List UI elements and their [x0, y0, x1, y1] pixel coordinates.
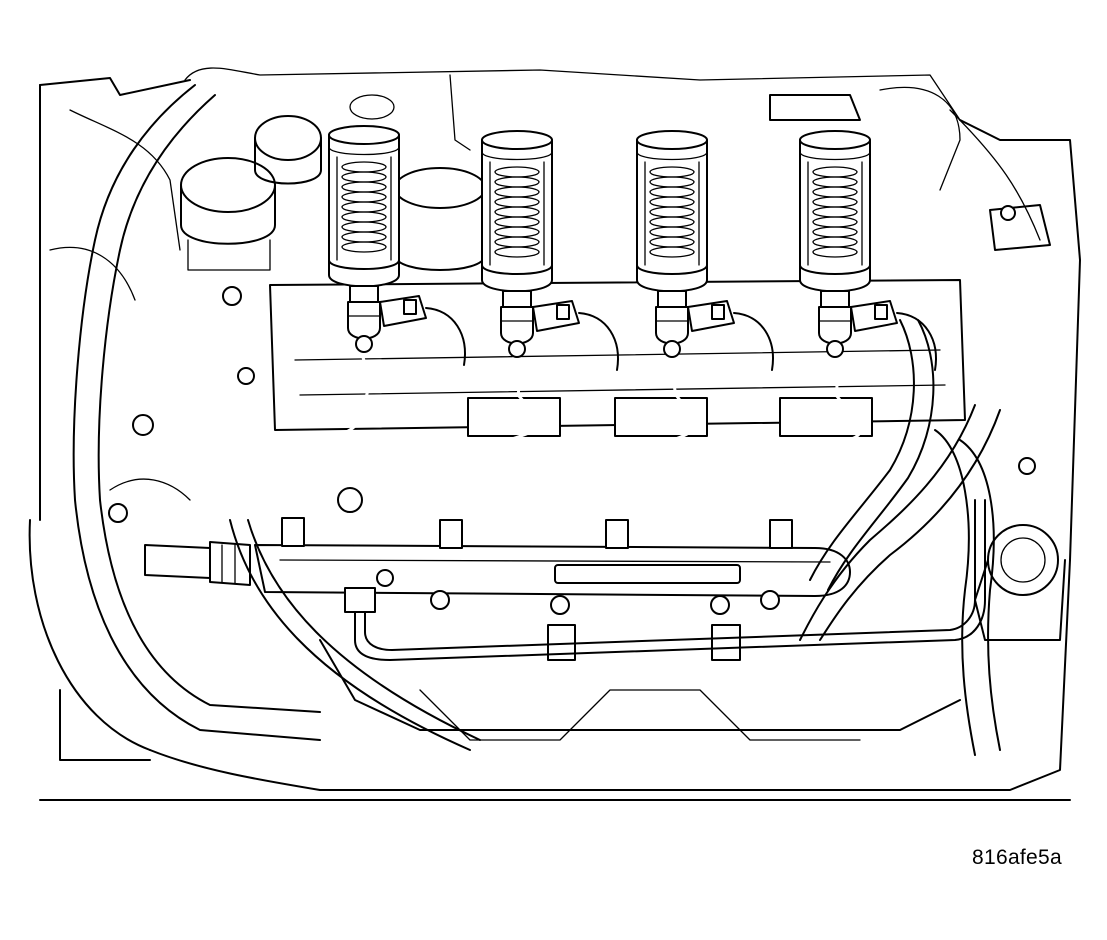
injector-tip	[663, 340, 681, 358]
cylinder-rim	[328, 146, 400, 156]
connector-latch	[403, 299, 417, 315]
spring-coil-icon	[494, 166, 540, 258]
rail-injector-ports	[281, 517, 793, 549]
fuel-tester-cylinder-icon	[481, 139, 553, 293]
fuel-supply-line	[344, 499, 986, 661]
fuel-tester-4	[781, 130, 937, 524]
connector-latch	[556, 304, 570, 320]
wire-harness	[733, 312, 774, 371]
injector-fuel-line-inner	[450, 343, 542, 524]
fuel-tester-3	[616, 130, 774, 524]
fuel-injector-icon	[655, 306, 689, 345]
cylinder-glass	[807, 161, 863, 266]
spring-coil-icon	[649, 166, 695, 258]
cylinder-cap	[799, 130, 871, 150]
adapter-neck	[657, 290, 687, 308]
connector-latch	[874, 304, 888, 320]
injector-tip	[826, 340, 844, 358]
cylinder-band	[636, 264, 708, 275]
injector-fuel-line-inner	[781, 343, 863, 524]
spring-coil-icon	[812, 166, 858, 258]
fuel-inlet-fitting	[144, 519, 481, 751]
fuel-tester-1	[291, 125, 466, 522]
cylinder-cap	[636, 130, 708, 150]
injector-fuel-line-inner	[616, 343, 697, 524]
fuel-injector-icon	[347, 301, 381, 340]
fuel-tester-cylinder-icon	[799, 139, 871, 293]
injector-fuel-line-inner	[291, 338, 371, 522]
fuel-injector-icon	[818, 306, 852, 345]
cylinder-cap	[481, 130, 553, 150]
cylinder-glass	[336, 156, 392, 261]
cylinder-band	[481, 264, 553, 275]
figure-id-label: 816afe5a	[972, 846, 1062, 869]
cylinder-rim	[481, 151, 553, 161]
adapter-neck	[349, 285, 379, 303]
fuel-rail	[254, 544, 851, 661]
wire-harness	[425, 307, 466, 366]
fuel-tester-cylinder-icon	[328, 134, 400, 288]
fuel-tester-cylinder-icon	[636, 139, 708, 293]
adapter-neck	[820, 290, 850, 308]
wire-harness	[578, 312, 619, 371]
injector-tip	[355, 335, 373, 353]
spring-coil-icon	[341, 161, 387, 253]
injector-tip	[508, 340, 526, 358]
left-radiator-hose	[72, 84, 321, 741]
fuel-tester-2	[450, 130, 619, 524]
return-hose	[799, 319, 1001, 641]
engine-bay-outline	[28, 67, 1081, 801]
cylinder-rim	[799, 151, 871, 161]
fuel-tester-group	[291, 125, 937, 524]
cylinder-cap	[328, 125, 400, 145]
cylinder-band	[799, 264, 871, 275]
fuel-injector-icon	[500, 306, 534, 345]
connector-latch	[711, 304, 725, 320]
cylinder-glass	[489, 161, 545, 266]
cylinder-glass	[644, 161, 700, 266]
adapter-neck	[502, 290, 532, 308]
cylinder-band	[328, 259, 400, 270]
cylinder-rim	[636, 151, 708, 161]
wire-harness	[896, 312, 937, 371]
